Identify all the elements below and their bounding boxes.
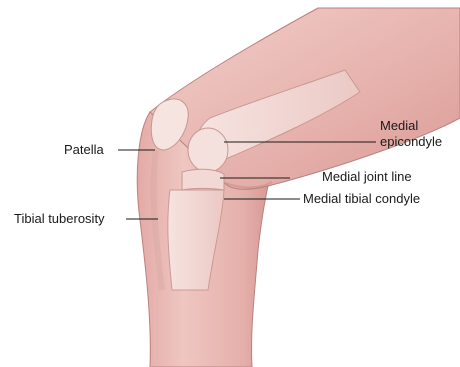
tibial-plateau — [182, 169, 224, 190]
label-medial-joint-line: Medial joint line — [322, 169, 412, 184]
label-medial-epicondyle-line2: epicondyle — [380, 134, 442, 149]
medial-epicondyle — [188, 128, 228, 172]
label-patella: Patella — [64, 142, 104, 157]
label-medial-tibial-condyle: Medial tibial condyle — [303, 191, 420, 206]
label-tibial-tuberosity: Tibial tuberosity — [14, 211, 105, 226]
label-medial-epicondyle-line1: Medial — [380, 118, 418, 133]
